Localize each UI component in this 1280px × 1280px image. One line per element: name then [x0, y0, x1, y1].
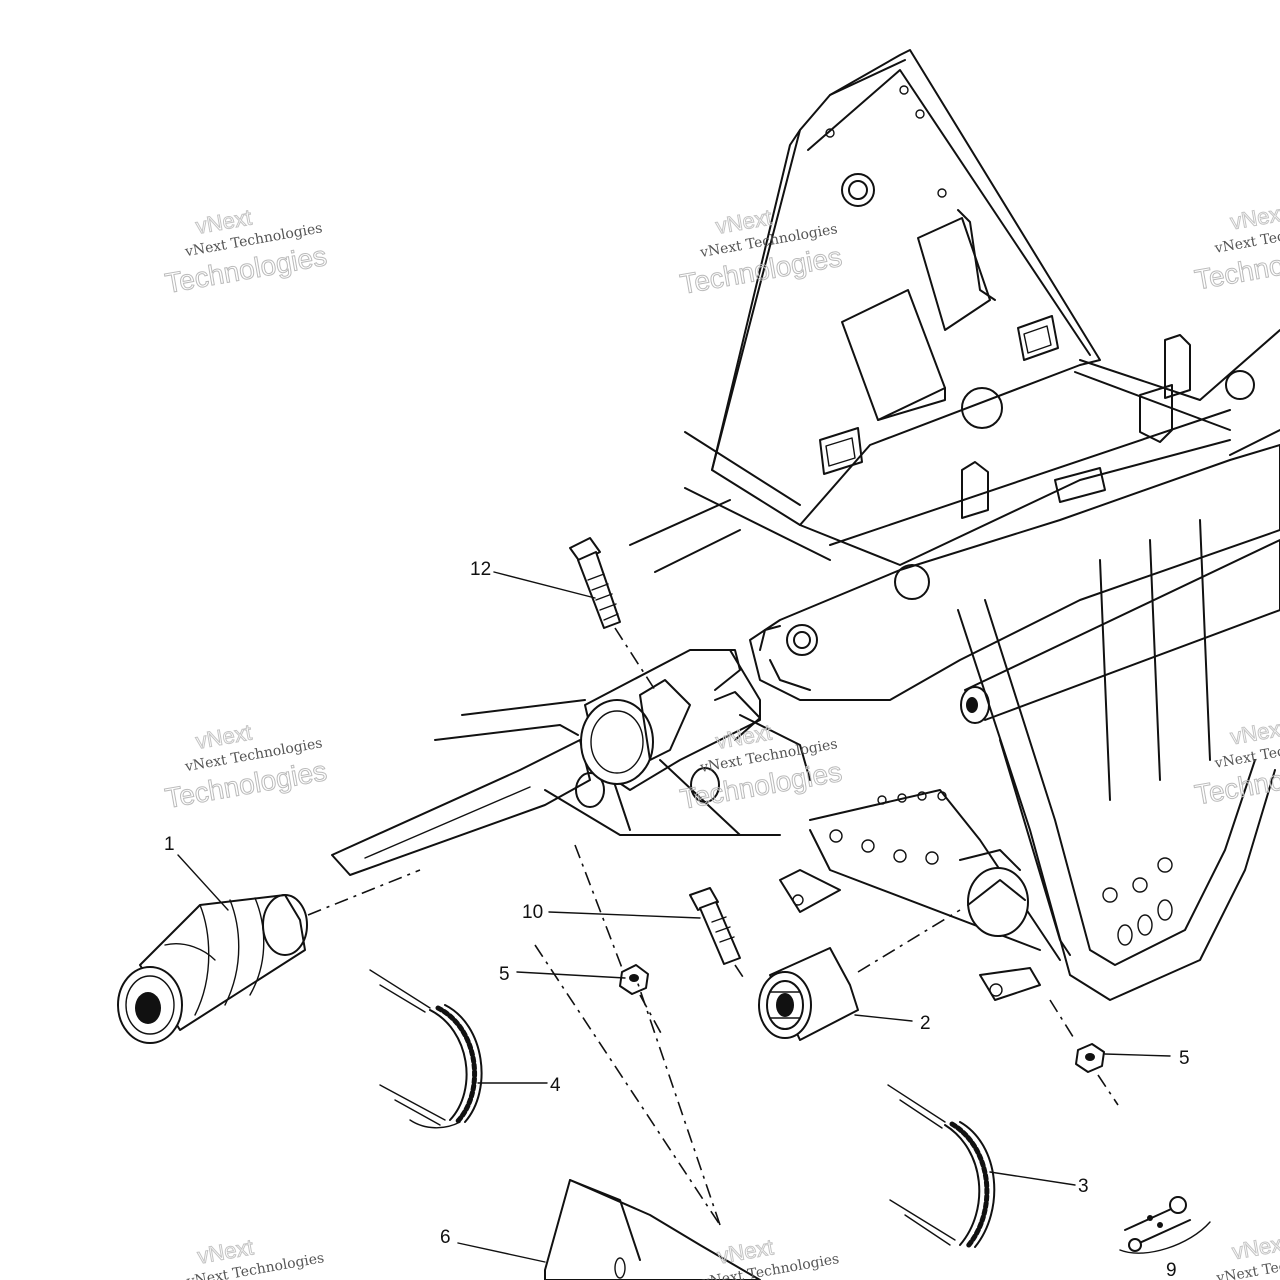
part-9-pin-set [1119, 1196, 1211, 1254]
watermark-brand: vNext [1230, 1230, 1280, 1264]
watermark-bottom-left: vNext vNext Technologies [185, 1234, 326, 1280]
watermark-top-right: vNext vNext Technologies Technologies [1192, 200, 1280, 296]
leader-lines [177, 571, 1171, 1263]
part-1-bushing [117, 869, 421, 1044]
frame-upright-panel [711, 49, 1101, 526]
part-2-bushing [758, 909, 961, 1041]
watermark-bottom-right: vNext vNext Technologies [1214, 1230, 1280, 1280]
callout-4: 4 [550, 1075, 561, 1096]
part-10-bolt [689, 887, 746, 981]
watermark-mid-right: vNext vNext Technologies Technologies [1192, 715, 1280, 811]
watermark-brand: vNext [1228, 715, 1280, 749]
part-6-bracket [534, 944, 761, 1280]
part-5-nut-left [574, 844, 663, 1036]
frame-lower-chassis [779, 789, 1061, 1001]
part-12-bolt [569, 537, 656, 691]
frame-main-rails [629, 329, 1280, 573]
steering-clamp-bracket [580, 649, 811, 836]
part-4-chain [369, 969, 483, 1129]
callout-2: 2 [920, 1013, 931, 1034]
part-3-chain [887, 1084, 996, 1249]
watermark-brand: vNext [1228, 200, 1280, 234]
callout-5-right: 5 [1179, 1048, 1190, 1069]
watermark-bottom-center: vNext vNext Technologies [700, 1234, 841, 1280]
watermark-top-left: vNext vNext Technologies Technologies [162, 204, 329, 300]
callout-3: 3 [1078, 1176, 1089, 1197]
callout-numbers: 1 2 3 4 5 5 6 9 10 12 [164, 559, 1190, 1280]
callout-6: 6 [440, 1227, 451, 1248]
watermark-mid-left: vNext vNext Technologies Technologies [162, 719, 329, 815]
part-5-nut-right [1049, 999, 1119, 1106]
callout-5-left: 5 [499, 964, 510, 985]
frame-crossbar [749, 444, 1280, 724]
callout-12: 12 [470, 559, 491, 580]
callout-10: 10 [522, 902, 543, 923]
callout-9: 9 [1166, 1260, 1177, 1280]
frame-bumper-loop [957, 519, 1276, 1001]
callout-1: 1 [164, 834, 175, 855]
